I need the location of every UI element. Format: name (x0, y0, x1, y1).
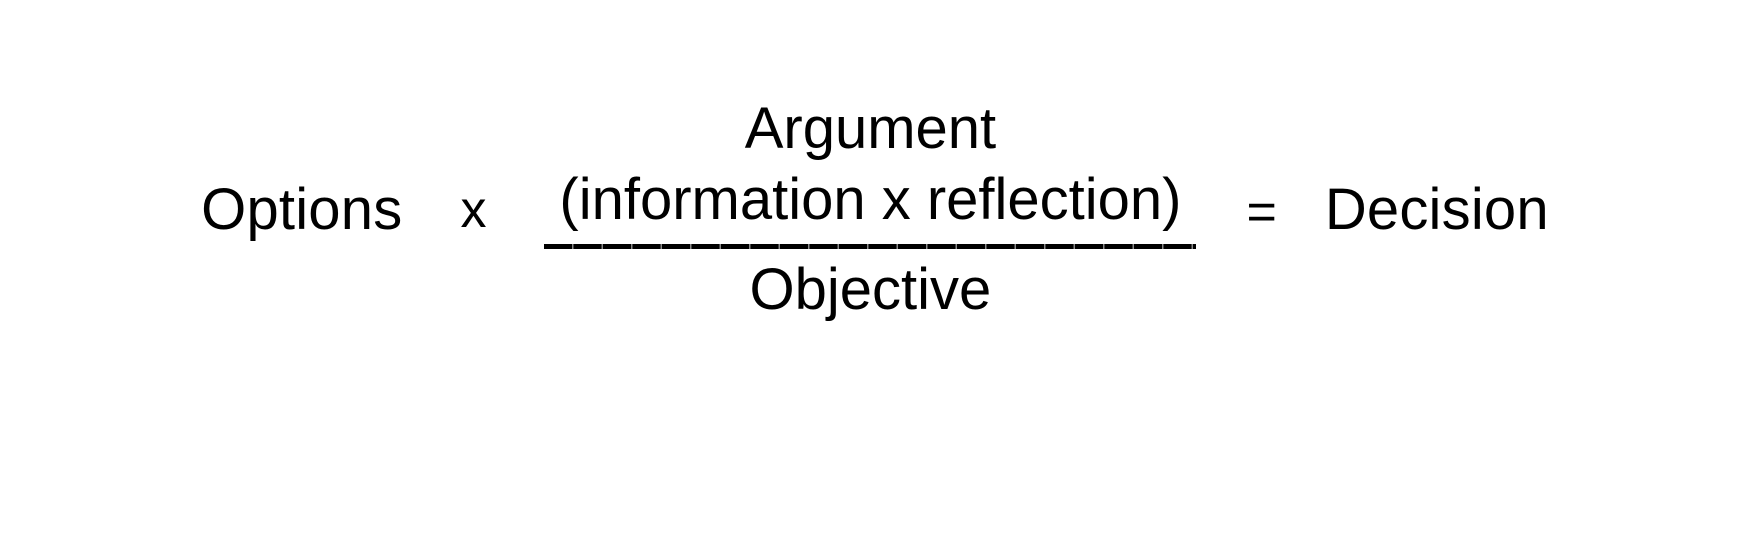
equation-term-decision: Decision (1324, 176, 1549, 242)
fraction-numerator: Argument (information x reflection) (559, 94, 1181, 238)
equation-term-options: Options (201, 176, 403, 242)
fraction-denominator-objective: Objective (749, 256, 992, 322)
equation-operator-multiply: x (460, 180, 487, 239)
equation-fraction: Argument (information x reflection) Obje… (544, 94, 1197, 325)
equation-operator-equals: = (1246, 182, 1277, 241)
equation-expression: Options x Argument (information x reflec… (201, 94, 1549, 325)
numerator-line-information-reflection: (information x reflection) (559, 167, 1182, 233)
fraction-bar (544, 243, 1197, 249)
numerator-line-argument: Argument (744, 96, 997, 162)
